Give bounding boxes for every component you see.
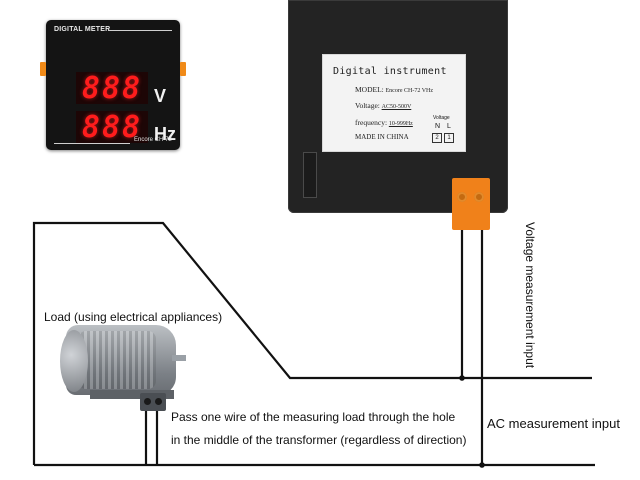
label-frequency-key: frequency: xyxy=(355,118,388,127)
junction-dot-l xyxy=(479,462,485,468)
frequency-unit: Hz xyxy=(154,124,176,144)
label-origin: MADE IN CHINA xyxy=(355,133,409,141)
label-terminal-heading: Voltage xyxy=(433,115,450,121)
meter-front-panel: DIGITAL METER 888 V 888 Hz Encore CH 72 xyxy=(46,20,180,150)
label-terminal-n: N xyxy=(435,123,441,130)
voltage-display: 888 xyxy=(76,70,148,106)
motor-base xyxy=(90,390,174,399)
frequency-digits: 888 xyxy=(81,109,143,145)
motor-end-cap xyxy=(60,330,88,392)
voltage-terminal-block xyxy=(452,178,490,230)
label-voltage-value: AC50-500V xyxy=(381,104,412,110)
label-model-row: MODEL: Encore CH-72 VHz xyxy=(355,85,433,94)
frequency-display: 888 xyxy=(76,109,148,145)
motor-terminal-box xyxy=(140,393,166,411)
voltage-digits: 888 xyxy=(81,70,143,106)
label-terminal-1: 1 xyxy=(444,133,454,143)
ac-measurement-input-label: AC measurement input xyxy=(487,416,620,431)
label-title: Digital instrument xyxy=(333,66,447,77)
label-voltage-key: Voltage: xyxy=(355,101,380,110)
meter-rule-top xyxy=(108,30,172,31)
meter-title: DIGITAL METER xyxy=(54,26,111,33)
label-voltage-row: Voltage: AC50-500V xyxy=(355,101,411,110)
motor-cable-hole-left xyxy=(144,398,151,405)
meter-model-text: Encore CH 72 xyxy=(134,137,172,143)
motor-shaft xyxy=(172,355,186,361)
meter-rule-bottom xyxy=(54,143,130,144)
label-model-value: Encore CH-72 VHz xyxy=(385,88,434,94)
terminal-screw-l xyxy=(474,192,484,202)
label-frequency-row: frequency: 10-999Hz xyxy=(355,118,413,127)
mounting-clip-right xyxy=(180,62,186,76)
label-terminal-l: L xyxy=(447,123,451,130)
voltage-measurement-input-label: Voltage measurement input xyxy=(523,222,537,369)
voltage-unit: V xyxy=(154,86,167,106)
load-label: Load (using electrical appliances) xyxy=(44,310,223,324)
load-wire-upper xyxy=(32,221,592,465)
label-frequency-value: 10-999Hz xyxy=(388,121,413,127)
instruction-line-2: in the middle of the transformer (regard… xyxy=(171,433,467,447)
label-terminal-2: 2 xyxy=(432,133,442,143)
rear-spec-label: Digital instrument MODEL: Encore CH-72 V… xyxy=(322,54,466,152)
junction-dot-n xyxy=(459,375,465,381)
terminal-screw-n xyxy=(457,192,467,202)
label-model-key: MODEL: xyxy=(355,85,384,94)
motor-cable-hole-right xyxy=(155,398,162,405)
rear-vent-slot xyxy=(303,152,317,198)
instruction-line-1: Pass one wire of the measuring load thro… xyxy=(171,410,456,424)
motor-cooling-fins xyxy=(78,331,156,389)
mounting-clip-left xyxy=(40,62,46,76)
